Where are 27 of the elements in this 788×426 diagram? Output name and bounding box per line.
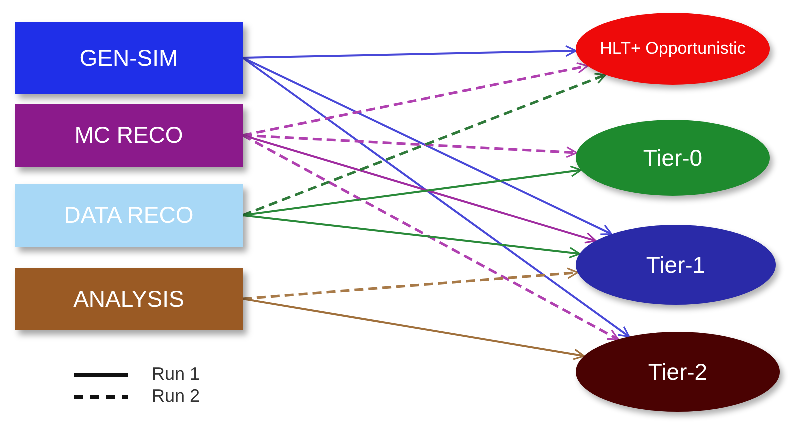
process-box — [15, 268, 243, 330]
node-label: ANALYSIS — [74, 286, 184, 312]
arrow — [242, 134, 578, 158]
legend-label: Run 2 — [152, 386, 200, 407]
arrow — [242, 298, 586, 360]
node-label: Tier-0 — [643, 146, 703, 170]
arrow — [242, 134, 597, 244]
arrow — [242, 57, 613, 236]
process-box — [15, 184, 243, 247]
process-box — [15, 22, 243, 94]
node-label: Tier-1 — [646, 252, 706, 278]
arrow — [242, 57, 630, 338]
arrow — [242, 45, 577, 59]
arrow — [242, 73, 607, 217]
arrow — [242, 62, 589, 137]
arrow — [242, 166, 582, 216]
node-label: HLT+ Opportunistic — [600, 40, 746, 58]
arrow — [242, 268, 579, 300]
arrow — [242, 214, 581, 259]
process-box — [15, 104, 243, 167]
node-label: GEN-SIM — [80, 46, 178, 70]
node-label: Tier-2 — [648, 360, 708, 384]
arrow — [242, 134, 620, 341]
node-label: DATA RECO — [64, 203, 194, 228]
node-label: MC RECO — [74, 123, 184, 148]
site-ellipse — [576, 225, 776, 305]
legend-label: Run 1 — [152, 364, 200, 385]
